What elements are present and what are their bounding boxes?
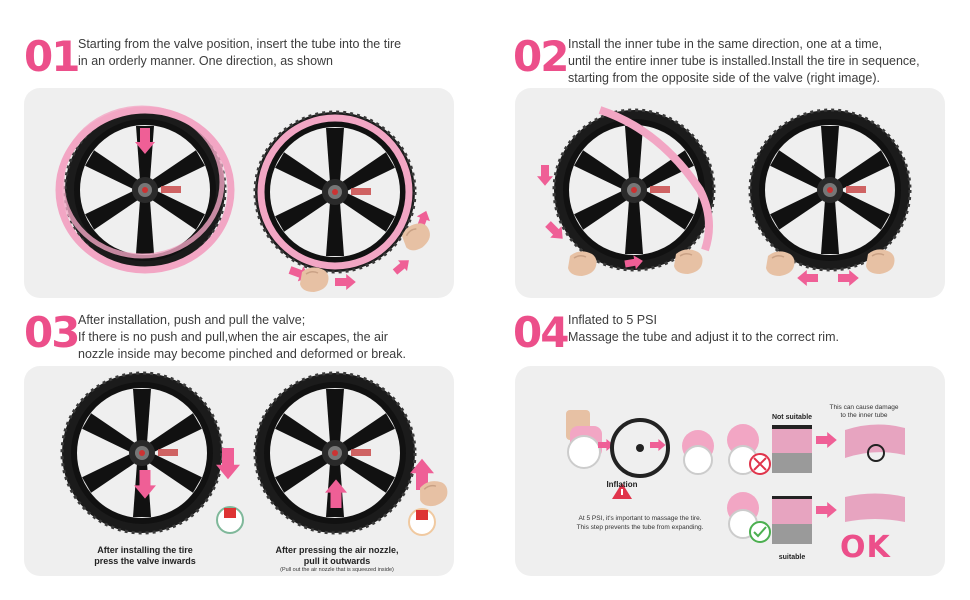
panel-step-04 bbox=[515, 366, 945, 576]
not-suitable-diagram bbox=[727, 424, 905, 475]
step-03-line-2: If there is no push and pull,when the ai… bbox=[78, 330, 388, 344]
step-04-instructions: Inflated to 5 PSI Massage the tube and a… bbox=[568, 312, 839, 346]
caption-press-valve-line-2: press the valve inwards bbox=[94, 556, 196, 566]
wheel-illustration-2b bbox=[750, 110, 910, 286]
step-number-01: 01 bbox=[24, 32, 80, 81]
step-02-line-3: starting from the opposite side of the v… bbox=[568, 71, 880, 85]
step-01-line-1: Starting from the valve position, insert… bbox=[78, 37, 402, 51]
damage-note-line-1: This can cause damage bbox=[829, 404, 899, 411]
warning-text: At 5 PSI, it's important to massage the … bbox=[560, 514, 720, 532]
damage-note: This can cause damage to the inner tube bbox=[818, 404, 910, 420]
step-02-instructions: Install the inner tube in the same direc… bbox=[568, 36, 920, 87]
step-number-04: 04 bbox=[513, 308, 569, 357]
step-04-line-1: Inflated to 5 PSI bbox=[568, 313, 657, 327]
step-03-line-3: nozzle inside may become pinched and def… bbox=[78, 347, 406, 361]
step-02-line-2: until the entire inner tube is installed… bbox=[568, 54, 920, 68]
caption-pull-valve-line-2: pull it outwards bbox=[303, 556, 371, 566]
caption-press-valve-line-1: After installing the tire bbox=[97, 545, 193, 555]
step-03-line-1: After installation, push and pull the va… bbox=[78, 313, 306, 327]
suitable-label: suitable bbox=[778, 554, 806, 561]
wheel-illustration-3a bbox=[62, 373, 244, 533]
wheel-illustration-1a bbox=[55, 105, 235, 274]
step-number-02: 02 bbox=[513, 32, 569, 81]
step-01-line-2: in an orderly manner. One direction, as … bbox=[78, 54, 333, 68]
warning-text-line-2: This step prevents the tube from expandi… bbox=[576, 524, 704, 531]
not-suitable-label: Not suitable bbox=[771, 414, 813, 421]
note-pull-nozzle: (Pull out the air nozzle that is squeeze… bbox=[280, 567, 394, 573]
step-02-line-1: Install the inner tube in the same direc… bbox=[568, 37, 883, 51]
caption-pull-valve-line-1: After pressing the air nozzle, bbox=[275, 545, 399, 555]
step-04-line-2: Massage the tube and adjust it to the co… bbox=[568, 330, 839, 344]
ok-label: OK bbox=[840, 530, 891, 565]
step-number-03: 03 bbox=[24, 308, 80, 357]
suitable-diagram bbox=[727, 492, 905, 544]
inflation-diagram bbox=[566, 410, 714, 499]
warning-text-line-1: At 5 PSI, it's important to massage the … bbox=[578, 515, 702, 522]
damage-note-line-2: to the inner tube bbox=[840, 412, 888, 419]
step-01-instructions: Starting from the valve position, insert… bbox=[78, 36, 401, 70]
caption-pull-valve: After pressing the air nozzle, pull it o… bbox=[252, 545, 422, 567]
wheel-illustration-2a bbox=[537, 106, 714, 277]
step-03-instructions: After installation, push and pull the va… bbox=[78, 312, 406, 363]
wheel-illustration-1b bbox=[255, 112, 436, 293]
wheel-illustration-3b bbox=[255, 373, 451, 536]
inflation-label: Inflation bbox=[606, 480, 638, 489]
caption-press-valve: After installing the tire press the valv… bbox=[60, 545, 230, 567]
